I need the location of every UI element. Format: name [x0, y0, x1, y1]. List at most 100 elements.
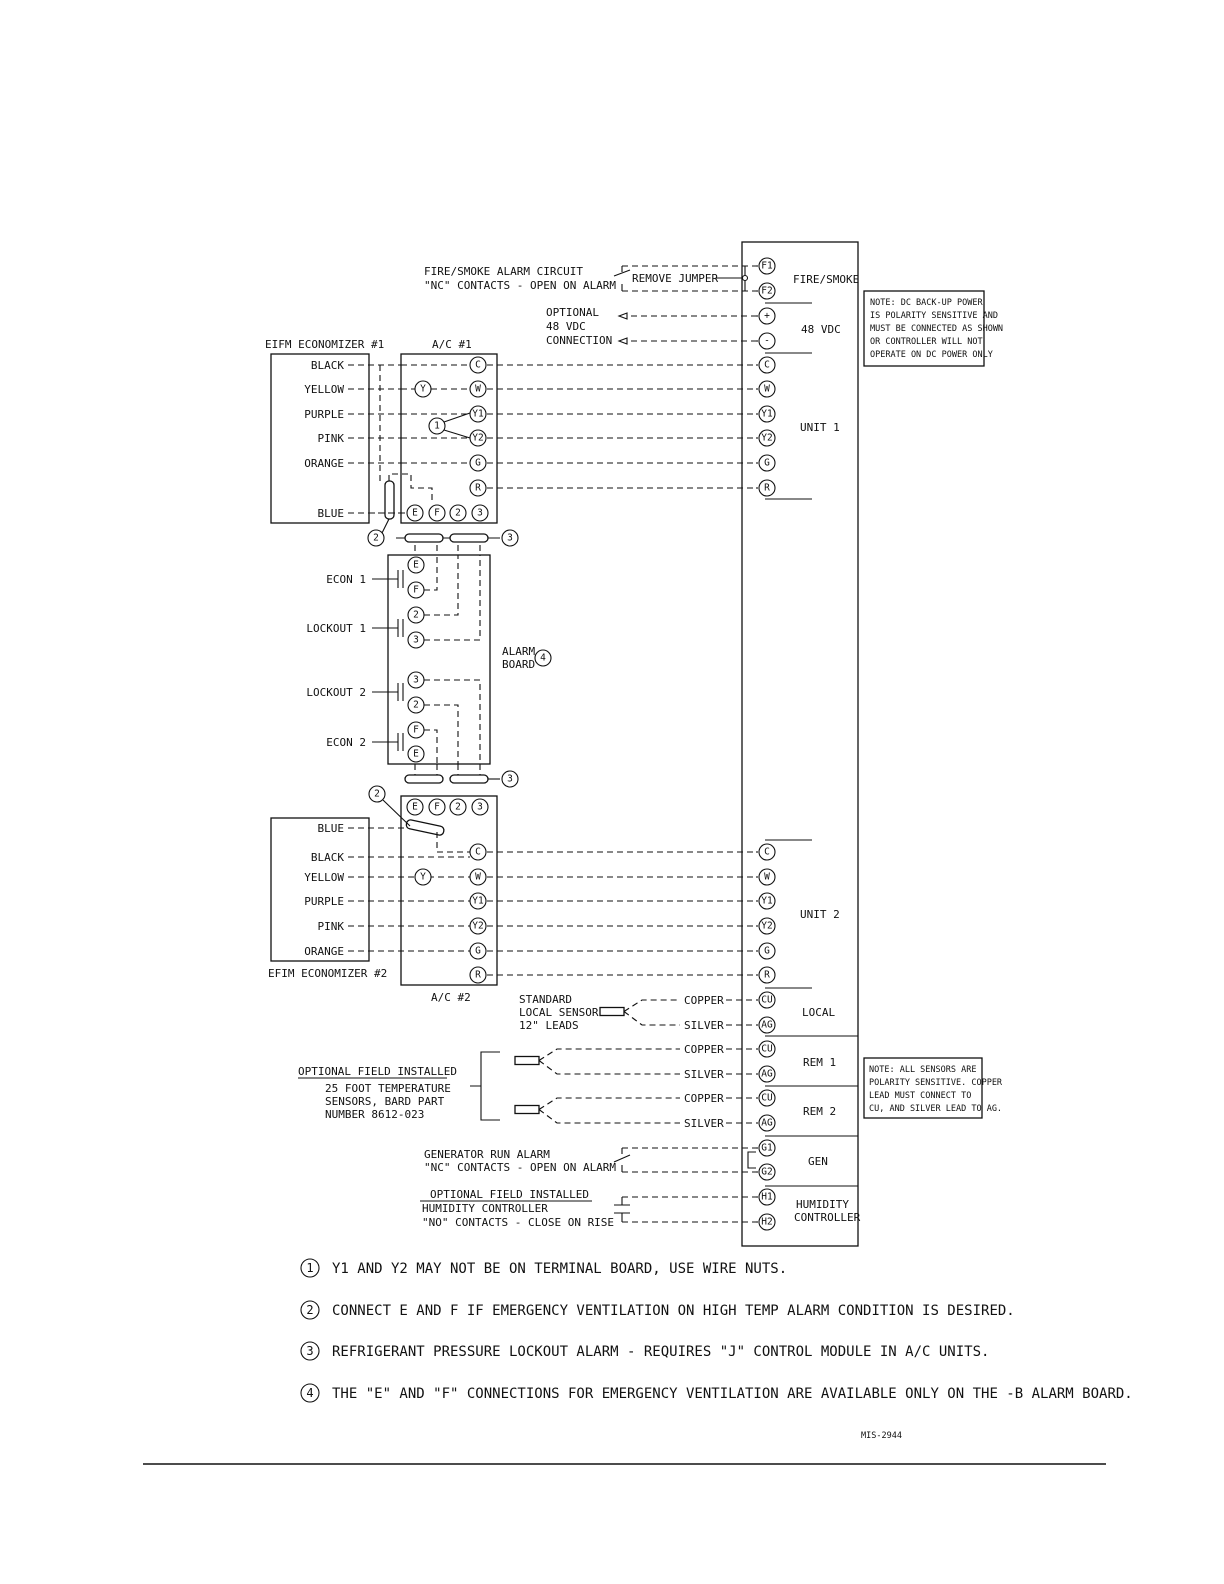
controller-terminal: Y2	[758, 429, 776, 447]
alarm-board-callout: 4	[534, 649, 552, 667]
ac1-terminal: C	[469, 356, 487, 374]
silver-lead-label: SILVER	[684, 1019, 724, 1032]
ac1-terminal-label: G	[475, 458, 481, 469]
ac1-terminal-label: Y1	[472, 409, 484, 420]
generator-line2: "NC" CONTACTS - OPEN ON ALARM	[424, 1161, 616, 1174]
controller-board	[741, 241, 859, 1247]
controller-terminal-label: F2	[761, 286, 772, 297]
callout-3: 3	[507, 533, 513, 544]
ac2-y-terminal: Y	[414, 868, 432, 886]
alarm-terminal-label: E	[413, 560, 419, 571]
alarm-terminal: 3	[407, 631, 425, 649]
ac2-terminal-label: C	[475, 847, 481, 858]
controller-terminal-label: C	[764, 360, 770, 371]
alarm-terminal-label: 2	[413, 700, 419, 711]
controller-terminal-label: AG	[761, 1020, 773, 1031]
section-unit2: UNIT 2	[800, 908, 840, 921]
economizer1-wire-label: BLACK	[311, 359, 344, 372]
ac2-terminal-label: G	[475, 946, 481, 957]
vdc-line2: 48 VDC	[546, 320, 586, 333]
copper-lead-label: COPPER	[684, 1043, 724, 1056]
ac2-terminal-label: Y1	[472, 896, 484, 907]
alarm-terminal: E	[407, 556, 425, 574]
controller-terminal: CU	[758, 991, 776, 1009]
opt-sensor-line3: SENSORS, BARD PART	[325, 1095, 445, 1108]
section-controller: CONTROLLER	[794, 1211, 861, 1224]
ac-to-controller-wiring	[487, 364, 758, 976]
controller-terminal: H1	[758, 1188, 776, 1206]
callout-3: 3	[507, 774, 513, 785]
controller-terminal-label: H2	[761, 1217, 772, 1228]
economizer2-wire-label: PINK	[318, 920, 345, 933]
note-power-line: MUST BE CONNECTED AS SHOWN	[870, 324, 1003, 334]
ac1-terminal: G	[469, 454, 487, 472]
callout-4: 4	[540, 653, 546, 664]
economizer1-wire-label: PURPLE	[304, 408, 344, 421]
vdc-line1: OPTIONAL	[546, 306, 599, 319]
controller-terminal: G2	[758, 1163, 776, 1181]
ac2-top-terminal-label: 2	[455, 802, 461, 813]
controller-terminal-label: F1	[761, 261, 773, 272]
alarm-terminal-label: 2	[413, 610, 419, 621]
controller-terminal: Y1	[758, 405, 776, 423]
ac1-terminal: Y1	[469, 405, 487, 423]
economizer2-wire-label: YELLOW	[304, 871, 344, 884]
ac1-y-terminal: Y	[414, 380, 432, 398]
ac2-top-terminal: 2	[449, 798, 467, 816]
footnote-text: REFRIGERANT PRESSURE LOCKOUT ALARM - REQ…	[332, 1344, 989, 1360]
controller-terminal: C	[758, 843, 776, 861]
controller-terminal-label: Y2	[761, 921, 772, 932]
controller-terminal-label: CU	[761, 1093, 773, 1104]
controller-terminal: AG	[758, 1065, 776, 1083]
note-sensors: NOTE: ALL SENSORS ARE POLARITY SENSITIVE…	[869, 1065, 1003, 1114]
controller-terminal-label: W	[764, 872, 770, 883]
controller-terminal-label: AG	[761, 1069, 773, 1080]
alarm-terminal-label: F	[413, 725, 419, 736]
note-sensors-line: LEAD MUST CONNECT TO	[869, 1091, 971, 1101]
controller-terminal-label: +	[764, 311, 770, 322]
std-sensor-line3: 12" LEADS	[519, 1019, 579, 1032]
section-gen: GEN	[808, 1155, 828, 1168]
callout-2: 2	[373, 533, 379, 544]
section-humidity: HUMIDITY	[796, 1198, 849, 1211]
alarm-board-label2: BOARD	[502, 658, 535, 671]
alarm-terminal-label: E	[413, 749, 419, 760]
ac2-terminal-label: Y2	[472, 921, 483, 932]
humidity-line1: OPTIONAL FIELD INSTALLED	[430, 1188, 589, 1201]
controller-terminal: Y1	[758, 892, 776, 910]
callout-2: 2	[374, 789, 380, 800]
economizer1-wire-label: YELLOW	[304, 383, 344, 396]
economizer1-title: EIFM ECONOMIZER #1	[265, 338, 384, 351]
opt-sensor-line1: OPTIONAL FIELD INSTALLED	[298, 1065, 457, 1078]
controller-terminal-label: CU	[761, 1044, 773, 1055]
std-sensor-line1: STANDARD	[519, 993, 572, 1006]
alarm-terminal: 2	[407, 606, 425, 624]
footnote-text: THE "E" AND "F" CONNECTIONS FOR EMERGENC…	[332, 1386, 1133, 1402]
ac1-bottom-terminal: F	[428, 504, 446, 522]
remove-jumper-label: REMOVE JUMPER	[632, 272, 718, 285]
controller-terminal: F2	[758, 282, 776, 300]
ac1-bottom-terminal-label: F	[434, 508, 440, 519]
controller-terminal-label: G	[764, 946, 770, 957]
silver-lead-label: SILVER	[684, 1117, 724, 1130]
ac2-terminal-label: R	[475, 970, 481, 981]
controller-terminal: G1	[758, 1139, 776, 1157]
economizer2-title: EFIM ECONOMIZER #2	[268, 967, 387, 980]
ac1-bottom-terminal: E	[406, 504, 424, 522]
ac2-top-terminal: F	[428, 798, 446, 816]
opt-sensor-line2: 25 FOOT TEMPERATURE	[325, 1082, 451, 1095]
ac2-terminal: R	[469, 966, 487, 984]
controller-terminal-label: C	[764, 847, 770, 858]
controller-terminal-label: Y1	[761, 896, 773, 907]
ac1-terminal-label: Y2	[472, 433, 483, 444]
footnote-text: Y1 AND Y2 MAY NOT BE ON TERMINAL BOARD, …	[332, 1261, 787, 1277]
controller-terminal: +	[758, 307, 776, 325]
alarm-group-label: ECON 2	[326, 736, 366, 749]
controller-terminal: H2	[758, 1213, 776, 1231]
controller-terminal-label: CU	[761, 995, 773, 1006]
humidity-line2: HUMIDITY CONTROLLER	[422, 1202, 548, 1215]
controller-terminal: G	[758, 454, 776, 472]
ac2-title: A/C #2	[431, 991, 471, 1004]
